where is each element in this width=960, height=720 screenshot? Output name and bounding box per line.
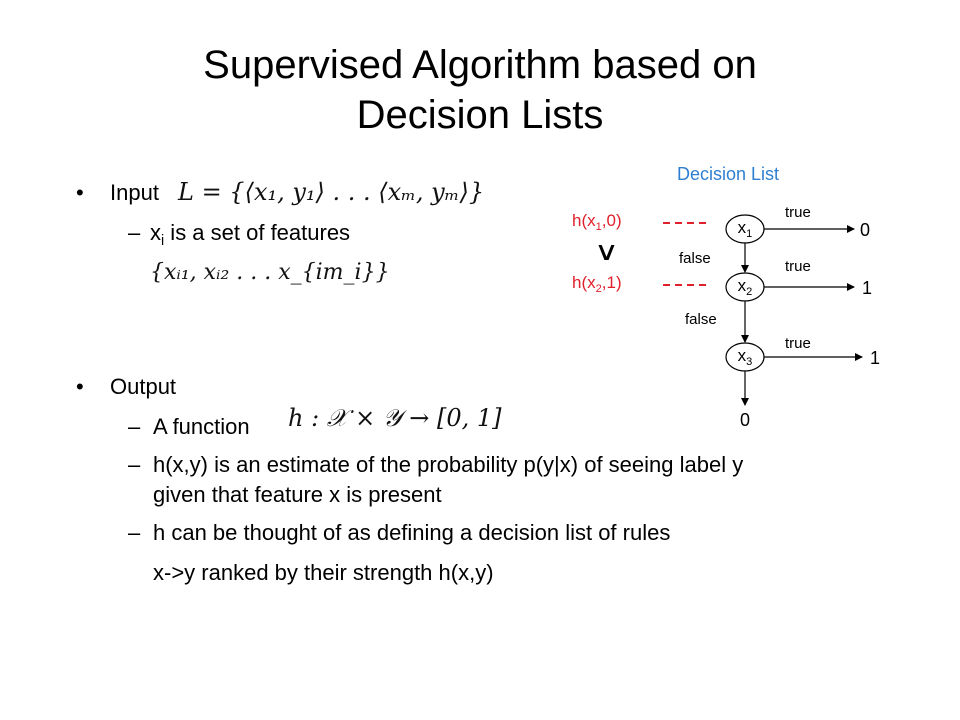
node-x2-label: x2 bbox=[737, 276, 753, 298]
output-item-1-dash: – bbox=[128, 414, 141, 439]
output-item-2-text-cont: given that feature x is present bbox=[153, 482, 442, 507]
output-value-2: 1 bbox=[862, 278, 873, 298]
output-item-3-dash: – bbox=[128, 520, 141, 545]
false-label-1: false bbox=[679, 250, 711, 267]
output-value-default: 0 bbox=[740, 410, 751, 430]
input-bullet: • bbox=[76, 180, 84, 205]
output-item-2-dash: – bbox=[128, 452, 141, 477]
slide-title-line-1: Supervised Algorithm based on bbox=[203, 43, 757, 87]
input-label: Input bbox=[110, 180, 159, 205]
output-item-3-text: h can be thought of as defining a decisi… bbox=[153, 520, 671, 545]
decision-list-title: Decision List bbox=[677, 164, 780, 184]
function-formula: h : 𝒳 × 𝒴 → [0, 1] bbox=[288, 404, 502, 432]
true-label-2: true bbox=[785, 258, 811, 275]
slide-title-line-2: Decision Lists bbox=[356, 93, 604, 137]
output-value-1: 0 bbox=[860, 220, 871, 240]
hypothesis-h1: h(x1,0) bbox=[572, 211, 622, 233]
hypothesis-h2: h(x2,1) bbox=[572, 273, 622, 295]
input-feature-line: xi is a set of features bbox=[150, 220, 351, 249]
output-label: Output bbox=[110, 374, 177, 399]
feature-set-formula: {xᵢ₁, xᵢ₂ . . . x_{im_i}} bbox=[150, 260, 390, 285]
output-item-2-text: h(x,y) is an estimate of the probability… bbox=[153, 452, 744, 477]
output-item-3-text-cont: x->y ranked by their strength h(x,y) bbox=[153, 560, 494, 585]
slide-title: Supervised Algorithm based on Decision L… bbox=[0, 40, 960, 140]
input-formula: L = {⟨x₁, y₁⟩ . . . ⟨xₘ, yₘ⟩} bbox=[178, 178, 485, 206]
output-bullet: • bbox=[76, 374, 84, 399]
node-x1-label: x1 bbox=[737, 218, 753, 240]
input-sub-dash: – bbox=[128, 220, 141, 245]
false-label-2: false bbox=[685, 311, 717, 328]
vee-symbol: ∨ bbox=[594, 236, 619, 266]
output-item-1-text: A function bbox=[153, 414, 250, 439]
node-x3-label: x3 bbox=[737, 346, 753, 368]
true-label-3: true bbox=[785, 335, 811, 352]
true-label-1: true bbox=[785, 204, 811, 221]
output-value-3: 1 bbox=[870, 348, 881, 368]
